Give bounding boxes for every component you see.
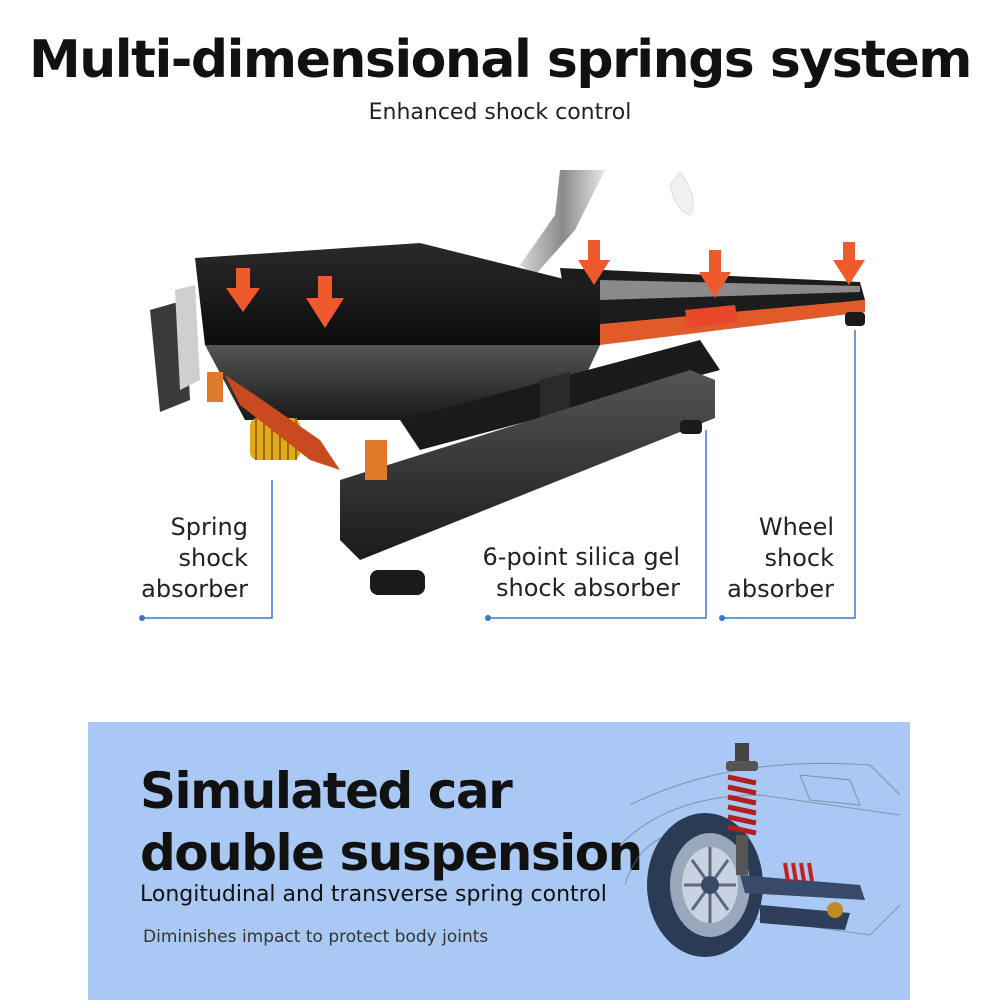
suspension-panel bbox=[88, 722, 910, 1000]
treadmill-illustration bbox=[139, 170, 865, 621]
down-arrow-icon bbox=[833, 242, 865, 285]
down-arrow-icon bbox=[306, 276, 344, 328]
panel-subtitle: Longitudinal and transverse spring contr… bbox=[140, 882, 607, 907]
page-title: Multi-dimensional springs system bbox=[29, 30, 972, 90]
panel-note: Diminishes impact to protect body joints bbox=[143, 927, 489, 947]
callout-line: 6-point silica gel bbox=[482, 543, 680, 571]
callout-silica-gel-shock-absorber: 6-point silica gel shock absorber bbox=[470, 542, 680, 604]
callout-line: absorber bbox=[141, 575, 248, 603]
callout-wheel-shock-absorber: Wheel shock absorber bbox=[700, 512, 834, 605]
callout-spring-shock-absorber: Spring shock absorber bbox=[120, 512, 248, 605]
car-suspension-illustration bbox=[619, 743, 901, 957]
down-arrow-icon bbox=[578, 240, 610, 285]
panel-title-line: double suspension bbox=[140, 824, 643, 882]
callout-line: shock bbox=[764, 544, 835, 572]
page-subtitle: Enhanced shock control bbox=[368, 100, 632, 125]
panel-title-line: Simulated car bbox=[140, 762, 513, 820]
callout-line: shock bbox=[178, 544, 249, 572]
callout-line: absorber bbox=[727, 575, 834, 603]
callout-line: Wheel bbox=[758, 513, 834, 541]
callout-line: Spring bbox=[170, 513, 248, 541]
panel-title: Simulated car double suspension bbox=[140, 760, 643, 884]
callout-line: shock absorber bbox=[496, 574, 680, 602]
down-arrow-icon bbox=[699, 250, 731, 298]
down-arrow-icon bbox=[226, 268, 260, 312]
